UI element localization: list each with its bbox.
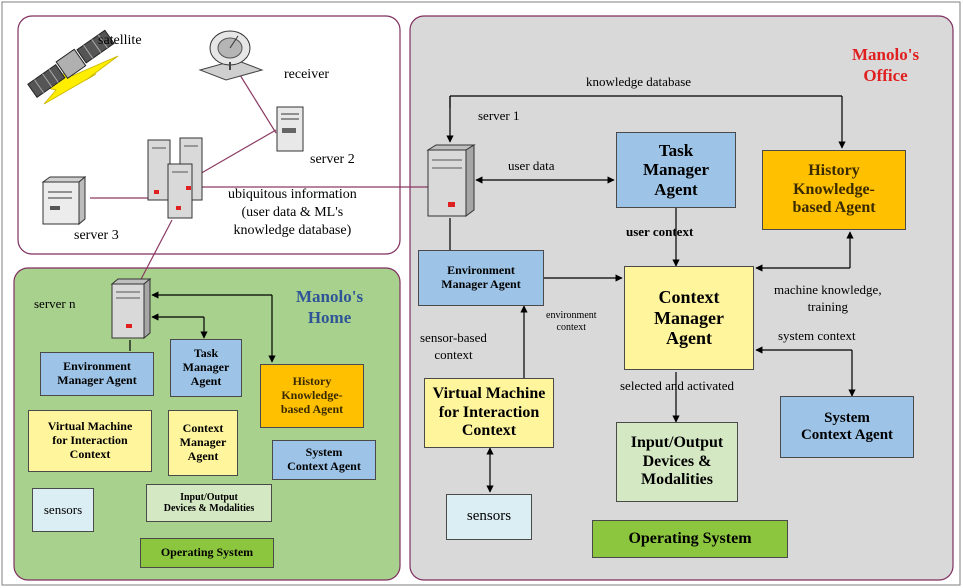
home-task-manager-agent: Task Manager Agent: [170, 339, 242, 397]
home-context-manager-agent: Context Manager Agent: [168, 410, 238, 476]
office-env-context-label: environment context: [546, 310, 597, 333]
server2-label: server 2: [310, 152, 355, 167]
internet-region: [17, 15, 401, 255]
servern-label: server n: [34, 296, 76, 311]
dish-receiver-icon: [198, 30, 264, 81]
office-user-data-label: user data: [508, 158, 555, 173]
home-system-context-agent: System Context Agent: [272, 440, 376, 480]
office-system-context-agent: System Context Agent: [780, 396, 914, 458]
office-machine-knowledge-label: machine knowledge, training: [774, 282, 882, 314]
office-task-manager-agent: Task Manager Agent: [616, 132, 736, 208]
office-title: Manolo's Office: [852, 45, 920, 86]
home-env-manager-agent: Environment Manager Agent: [40, 352, 154, 396]
satellite-icon: [27, 29, 115, 99]
office-server1-label: server 1: [478, 108, 520, 123]
server-cluster-icon: [147, 137, 203, 219]
server2-icon: [276, 106, 304, 152]
office-history-agent: History Knowledge- based Agent: [762, 150, 906, 230]
home-title: Manolo's Home: [296, 287, 364, 328]
office-knowledge-db-label: knowledge database: [586, 74, 692, 89]
server1-icon: [426, 144, 476, 217]
home-io-devices: Input/Output Devices & Modalities: [146, 484, 272, 522]
home-vm-interaction-context: Virtual Machine for Interaction Context: [28, 410, 152, 472]
home-history-agent: History Knowledge- based Agent: [260, 364, 364, 428]
receiver-label: receiver: [284, 67, 330, 82]
home-sensors: sensors: [32, 488, 94, 532]
satellite-label: satellite: [98, 33, 142, 48]
office-system-context-label: system context: [778, 328, 856, 343]
office-vm-interaction-context: Virtual Machine for Interaction Context: [424, 378, 554, 448]
servern-icon: [110, 278, 152, 340]
cluster-to-server2-line: [197, 129, 277, 176]
office-user-context-label: user context: [626, 224, 694, 239]
server3-icon: [42, 176, 86, 226]
server3-label: server 3: [74, 228, 119, 243]
office-sensors: sensors: [446, 494, 532, 540]
home-operating-system: Operating System: [140, 538, 274, 568]
office-context-manager-agent: Context Manager Agent: [624, 266, 754, 370]
office-operating-system: Operating System: [592, 520, 788, 558]
office-sensor-context-label: sensor-based context: [420, 330, 487, 362]
receiver-to-server2-line: [239, 74, 277, 134]
office-io-devices: Input/Output Devices & Modalities: [616, 422, 738, 502]
office-selected-activated-label: selected and activated: [620, 378, 735, 393]
office-env-manager-agent: Environment Manager Agent: [418, 250, 544, 306]
ubiquitous-info-label: ubiquitous information (user data & ML's…: [228, 187, 357, 239]
cluster-to-servern-line: [137, 219, 173, 286]
